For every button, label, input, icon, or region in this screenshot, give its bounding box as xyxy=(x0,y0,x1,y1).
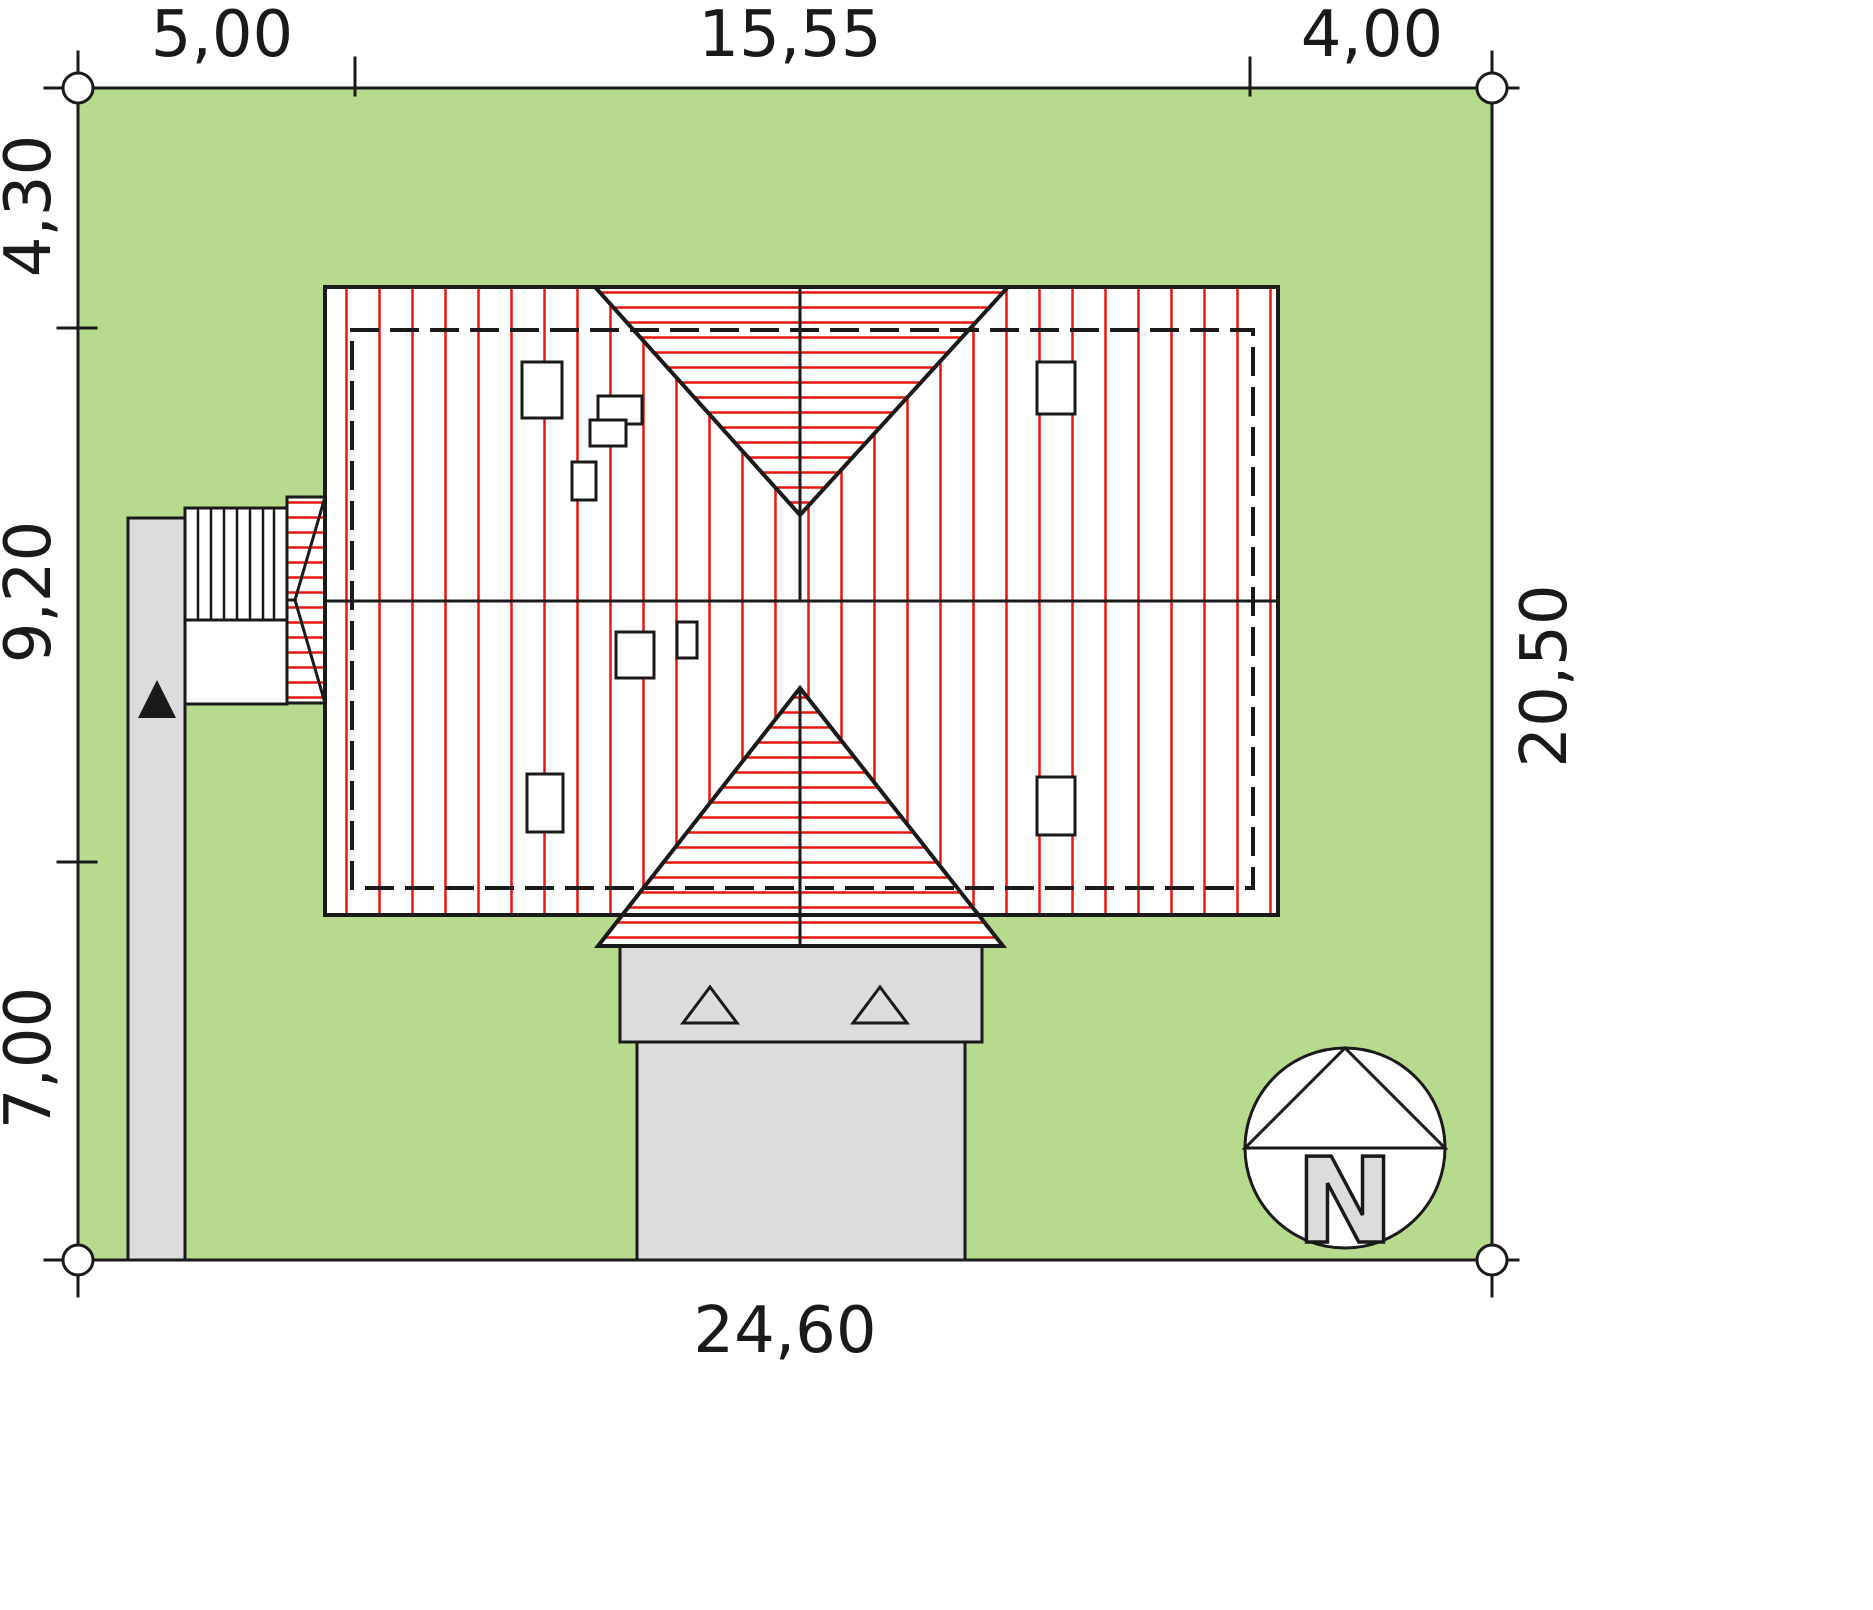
chimney xyxy=(1035,360,1077,416)
dimension-label-left-1: 4,30 xyxy=(0,135,66,278)
corner-marker xyxy=(61,71,95,105)
plot-boundary xyxy=(43,50,1520,1298)
corner-marker xyxy=(61,1243,95,1277)
driveway xyxy=(618,944,984,1262)
dimension-label-right-1: 20,50 xyxy=(1508,584,1582,767)
roof-hip-bottom xyxy=(323,684,1280,948)
dimension-label-top-3: 4,00 xyxy=(1301,0,1444,72)
corner-marker xyxy=(1475,71,1509,105)
driveway-path xyxy=(635,1040,967,1262)
vent-triangle-left xyxy=(680,984,740,1025)
entrance xyxy=(183,506,289,706)
vent-triangle-right xyxy=(850,984,910,1025)
chimney xyxy=(520,360,564,420)
roof-elements xyxy=(520,360,1077,837)
chimney xyxy=(570,460,598,502)
corner-markers xyxy=(61,71,1509,1277)
dimension-ticks xyxy=(56,56,1252,864)
north-label: N xyxy=(1296,1132,1395,1270)
canopy-hip-top xyxy=(293,495,327,602)
chimney xyxy=(525,772,565,834)
chimney xyxy=(614,630,656,680)
roof-hip-top xyxy=(590,285,1013,603)
chimney xyxy=(588,418,628,448)
chimney xyxy=(675,620,699,660)
walkway xyxy=(126,516,187,1262)
north-indicator: N xyxy=(1241,1045,1449,1272)
walkway-direction-arrow xyxy=(138,680,176,718)
north-arrow-icon xyxy=(1241,1045,1449,1150)
dimension-label-left-3: 7,00 xyxy=(0,987,66,1130)
entrance-canopy xyxy=(285,495,327,705)
chimney xyxy=(1035,775,1077,837)
house-wall-outline xyxy=(350,328,1255,890)
canopy-hip-bottom xyxy=(293,598,327,705)
walkway-path xyxy=(126,516,187,1262)
garage-forecourt xyxy=(618,944,984,1044)
dimension-labels: 5,00 15,55 4,00 4,30 9,20 7,00 20,50 24,… xyxy=(0,0,1582,1368)
house-roof xyxy=(323,285,1280,948)
dimension-label-bottom-1: 24,60 xyxy=(693,1294,876,1368)
stair-treads xyxy=(196,506,276,622)
dimension-label-left-2: 9,20 xyxy=(0,521,66,664)
dimension-label-top-1: 5,00 xyxy=(151,0,294,72)
corner-marker xyxy=(1475,1243,1509,1277)
dimension-label-top-2: 15,55 xyxy=(698,0,881,72)
entrance-landing xyxy=(183,618,289,706)
